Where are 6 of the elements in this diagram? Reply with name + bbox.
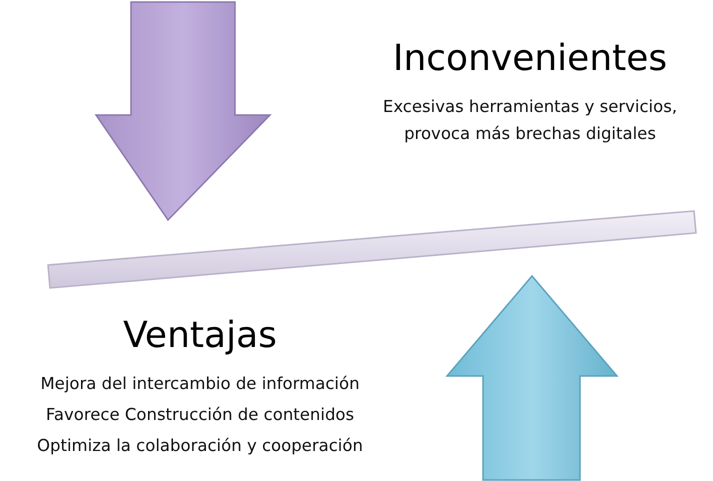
- body-text: Optimiza la colaboración y cooperación: [37, 436, 363, 455]
- body-text: Excesivas herramientas y servicios, provoca más brechas digitales: [382, 96, 678, 145]
- body-text: Favorece Construcción de contenidos: [46, 405, 354, 424]
- heading: Ventajas: [123, 315, 277, 356]
- body-text: Mejora del intercambio de información: [40, 374, 360, 393]
- heading: Inconvenientes: [392, 38, 668, 79]
